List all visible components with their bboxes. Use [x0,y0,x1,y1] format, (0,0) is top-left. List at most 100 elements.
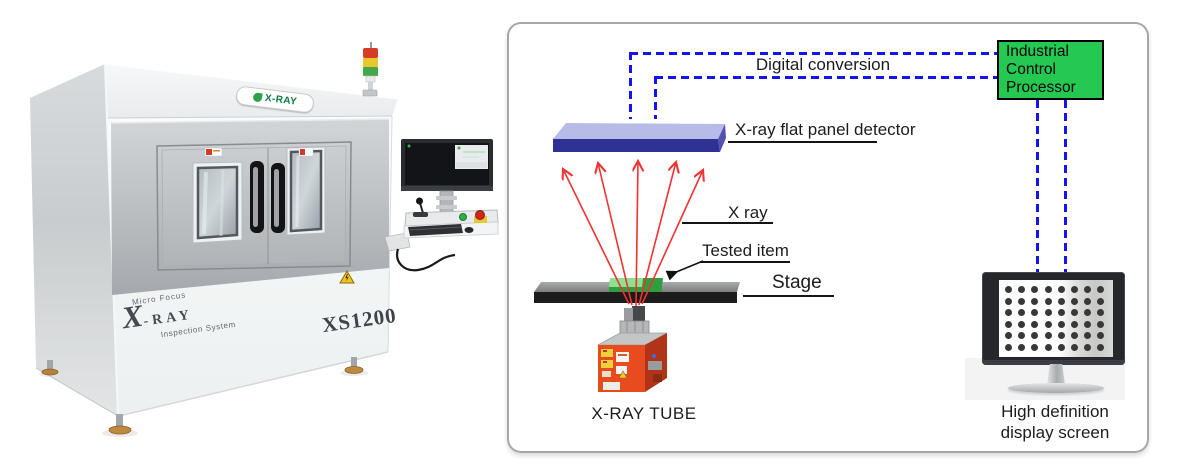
keyboard [408,224,463,236]
warning-sticker-right [298,147,314,157]
digital-conversion-label: Digital conversion [755,55,891,74]
tested-item-underline [700,261,790,263]
bga-dot [1057,297,1065,305]
dashed-line-digital-conversion-drop [654,76,657,119]
mouse [464,227,474,233]
bga-dot [1071,309,1078,317]
tower-light-yellow [363,58,378,67]
bga-dot [1031,320,1039,328]
tested-item-arrow [665,260,704,281]
bga-dot [1097,297,1105,305]
machine-foot [41,357,364,435]
machine-monitor [401,139,493,215]
badge-label: X-RAY [264,92,298,108]
bga-dot [1031,297,1039,305]
dashed-line-to-display-1 [1036,100,1039,272]
bga-dot [1018,309,1026,317]
detector-underline [728,141,877,143]
xray-underline [682,222,773,224]
bga-dot [1005,320,1012,328]
control-processor-box: Industrial Control Processor [997,40,1104,100]
xray-label: X ray [728,203,768,222]
bga-dot [1044,297,1052,305]
green-button [459,213,467,221]
joystick [419,202,424,214]
bga-dot [1097,332,1105,340]
bga-dot [1097,286,1105,293]
stage-label: Stage [772,272,822,293]
bga-dot [1057,332,1065,340]
bga-dot [1018,320,1026,328]
bga-dot [1071,320,1078,328]
schematic-graphics [534,123,740,392]
bga-dot [1071,344,1078,351]
xray-tube-graphic [597,306,668,392]
tower-light-green [363,67,378,76]
display-label: High definition display screen [975,401,1135,443]
display-label-line1: High definition [1001,402,1109,421]
bga-dot [1097,344,1105,351]
warning-triangle-icon [339,270,355,284]
dashed-line-detector-top-drop [629,52,632,119]
bga-dot [1084,309,1092,317]
bga-dot [1084,297,1092,305]
bga-dot [1031,286,1039,293]
bga-dot [1018,332,1026,340]
processor-label-line3: Processor [1006,79,1076,96]
monitor-screen [999,280,1113,357]
control-tray [384,197,499,272]
bga-dot [1057,320,1065,328]
bga-dot [1071,332,1078,340]
bga-dot [1044,320,1052,328]
door-window-right [286,146,326,236]
door-handle-right [271,163,285,233]
bga-dot [1005,332,1012,340]
bga-dot [1018,344,1026,351]
monitor-stand-base [1008,383,1104,393]
emergency-stop-button [475,210,485,220]
processor-label-line2: Control [1006,61,1056,78]
bga-dot [1057,286,1065,293]
diagram-panel: Industrial Control Processor [507,22,1149,453]
door-handle-left [250,161,264,233]
processor-label-line1: Industrial [1006,43,1069,60]
display-monitor-backdrop [965,358,1125,400]
detector-label: X-ray flat panel detector [735,120,916,139]
bga-dot [1084,286,1092,293]
bga-dot [1005,286,1012,293]
bga-dot [1057,309,1065,317]
bga-dot [1005,309,1012,317]
bga-dot [1018,286,1026,293]
dashed-line-to-display-2 [1064,100,1067,272]
bga-dot [1084,332,1092,340]
cabinet-left-face [30,64,118,416]
leaf-icon [252,92,263,103]
detector-graphic [553,123,726,152]
bga-dot [1097,320,1105,328]
tower-light-red [363,48,378,58]
bga-dot [1097,309,1105,317]
bga-dot [1044,309,1052,317]
tube-label: X-RAY TUBE [591,404,697,423]
bga-dot [1071,286,1078,293]
warning-sticker-left [204,147,223,157]
bga-dot [1084,320,1092,328]
power-cable [396,248,456,272]
bga-dot [1071,297,1078,305]
tested-item-label: Tested item [702,241,789,260]
dashed-line-digital-conversion [655,76,999,79]
monitor-stand [1047,364,1065,385]
bga-dot [1031,344,1039,351]
bga-dot [1044,344,1052,351]
joystick [416,197,423,205]
machine-photo [30,42,499,437]
door-window-left [192,161,243,244]
bga-dot [1044,286,1052,293]
display-label-line2: display screen [1000,423,1110,442]
xray-rays [563,161,703,307]
signal-tower [362,42,378,97]
bga-dot [1044,332,1052,340]
bga-dot [1057,344,1065,351]
bga-dot [1031,332,1039,340]
dashed-line-detector-top [630,52,999,55]
